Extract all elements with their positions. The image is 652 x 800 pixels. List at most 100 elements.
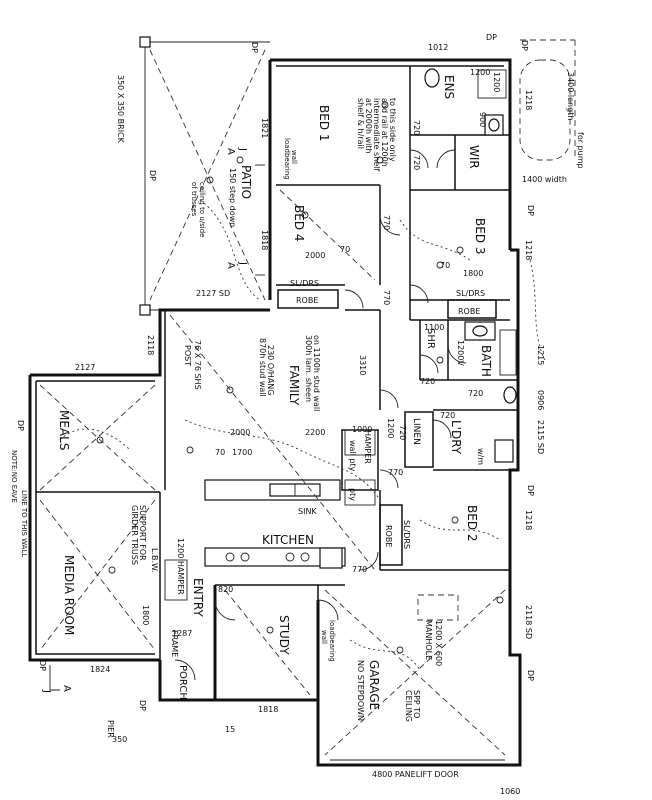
note-loadbearing-1: loadbearing (283, 138, 291, 180)
room-label-porch: PORCH (177, 665, 188, 700)
room-label-garage: GARAGE (367, 660, 381, 710)
dim-1200-c: 1200 (492, 72, 501, 92)
dim-1215: 1215 (536, 345, 545, 365)
room-label-entry: ENTRY (191, 578, 205, 617)
dim-720-f: 720 (412, 155, 421, 170)
marker-a-1: A (225, 148, 236, 155)
room-label-wir: WIR (467, 145, 481, 169)
spa-bath (519, 59, 571, 161)
room-label-family: FAMILY (287, 365, 301, 406)
dim-70-b: 70 (440, 261, 450, 270)
dim-1200v: 1200V (456, 340, 465, 366)
dim-770-b: 770 (382, 290, 391, 305)
marker-dp-7: DP (38, 660, 47, 671)
note-lintel-1: 300h lam. sheen (304, 335, 313, 402)
room-label-bed4: BED 4 (292, 205, 306, 242)
note-shelf-4: and rail at 1200h (380, 98, 389, 167)
room-label-bath: BATH (479, 345, 493, 377)
note-sldrs-3: SL/DRS (402, 520, 411, 549)
dim-1200-top: 1200 (470, 68, 490, 77)
dim-15: 15 (225, 725, 235, 734)
note-shelf-5: to this side only (388, 98, 397, 162)
note-panelift: 4800 PANELIFT DOOR (372, 770, 459, 779)
note-sldrs-2: SL/DRS (456, 289, 485, 298)
marker-dp-5: DP (526, 485, 535, 496)
dim-0906: 0906 (536, 390, 545, 410)
note-wm: w/m (476, 448, 485, 465)
note-manhole-1: 1200 X 600 (434, 620, 443, 666)
dim-720-a: 720 (412, 120, 421, 135)
note-post-1: 76 X 76 SHS (193, 340, 202, 390)
note-robe-2: ROBE (458, 307, 480, 316)
room-label-bed1: BED 1 (317, 105, 331, 142)
note-eave: NOTE:NO EAVE (10, 450, 18, 503)
note-support-1: SUPPORT FOR (138, 505, 147, 561)
note-loadbearing-2b: wall (320, 630, 328, 644)
room-label-bed2: BED 2 (465, 505, 479, 542)
dimensions: 1012 1200 720 900 1821 1818 2000 70 770 … (75, 43, 545, 796)
dim-820: 820 (218, 585, 233, 594)
room-label-ens: ENS (442, 75, 456, 99)
dim-1218-a: 1218 (524, 240, 533, 260)
marker-dp-9: DP (138, 700, 147, 711)
note-manhole-2: MANHOLE (424, 620, 433, 660)
note-sink: SINK (298, 507, 317, 516)
note-line: LINE TO THIS WALL (20, 490, 28, 557)
marker-dp-6: DP (16, 420, 25, 431)
wc-toilet (503, 386, 517, 404)
dim-1218-b: 1218 (524, 510, 533, 530)
room-label-study: STUDY (277, 615, 291, 655)
dim-70-c: 70 (215, 448, 225, 457)
note-post-2: POST (183, 345, 192, 366)
note-spp-2: CEILING (404, 690, 413, 722)
note-family-2: 230 O/HANG (266, 345, 275, 395)
note-hamper-lbl: HAMPER (363, 430, 372, 464)
note-patio-step: 150 step down (228, 168, 237, 227)
room-label-bed3: BED 3 (473, 218, 487, 255)
dim-770-c: 770 (388, 468, 403, 477)
note-brick: 350 X 350 BRICK (116, 75, 125, 144)
internal-walls (36, 66, 518, 700)
marker-dp-1: DP (250, 42, 259, 53)
note-lintel-2: on 1100h stud wall (312, 335, 321, 411)
room-label-kitchen: KITCHEN (262, 533, 314, 547)
marker-dp-2: DP (148, 170, 157, 181)
marker-dp-3: DP (520, 40, 529, 51)
note-pump: for pump (576, 132, 585, 169)
note-family-1: 870h stud wall (258, 338, 267, 397)
room-label-ldry: L'DRY (449, 420, 463, 455)
dim-1824: 1824 (90, 665, 110, 674)
note-shelf-3: intermediate shelf (372, 98, 381, 171)
marker-dp-10: DP (486, 33, 497, 42)
note-loadbearing-1b: wall (290, 150, 298, 164)
note-spp-1: SPP TO (412, 690, 421, 718)
dim-720-e: 720 (398, 425, 407, 440)
note-ceiling-2: of trusses (190, 182, 198, 217)
room-labels: BED 1 ENS WIR BED 4 BED 3 BED 2 PATIO ME… (57, 75, 493, 710)
outer-walls (28, 36, 522, 767)
doors (174, 149, 467, 681)
dim-2000-a: 2000 (305, 251, 325, 260)
dim-2118-a: 2118 (146, 335, 155, 355)
dim-900: 900 (478, 112, 487, 127)
dim-3310: 3310 (358, 355, 367, 375)
fixtures (164, 59, 571, 761)
room-label-shr: SHR (425, 328, 436, 349)
dim-770-a: 770 (382, 215, 391, 230)
note-shelf-2: at 2000h with (364, 98, 373, 154)
dim-1100: 1100 (424, 323, 444, 332)
dim-770-d: 770 (352, 565, 367, 574)
dim-720-d: 720 (440, 411, 455, 420)
marker-j-2: J (237, 261, 248, 265)
room-label-patio: PATIO (239, 165, 253, 199)
dim-2127sd: 2127 SD (196, 289, 230, 298)
note-lbw: L.B.W. (150, 548, 159, 573)
marker-a-3: A (61, 685, 72, 692)
note-pier: PIER (106, 720, 115, 738)
dim-1200-b: 1200 (386, 418, 395, 438)
dim-720-c: 720 (468, 389, 483, 398)
dim-2115sd: 2115 SD (536, 420, 545, 454)
note-robe-3: ROBE (384, 525, 393, 547)
dim-1012: 1012 (428, 43, 448, 52)
